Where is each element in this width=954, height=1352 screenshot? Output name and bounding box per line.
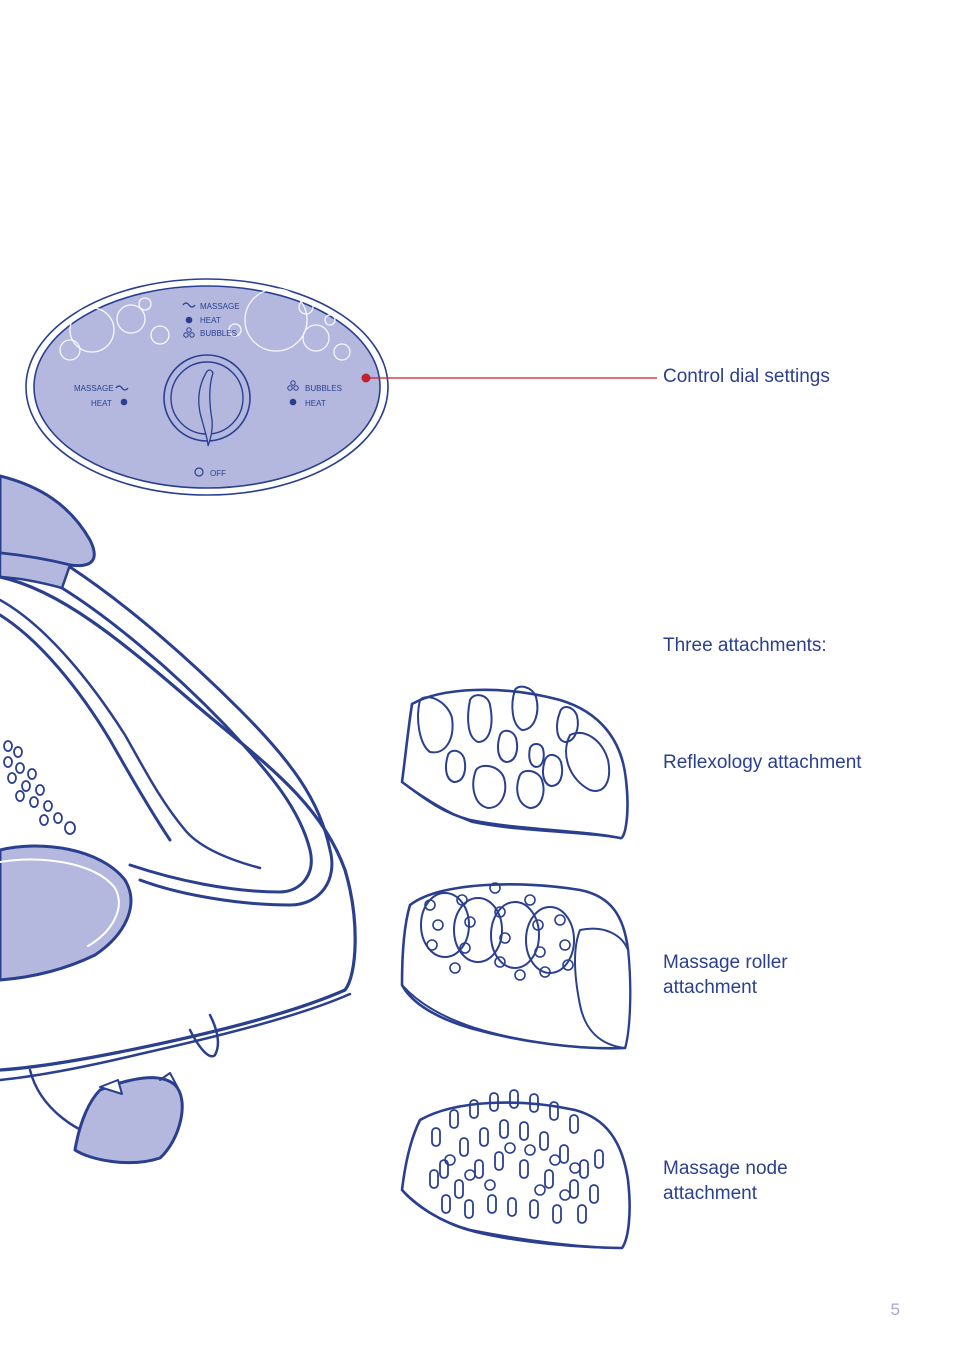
dial-top-massage-label: MASSAGE xyxy=(200,302,240,311)
massage-roller-attachment xyxy=(402,883,630,1048)
control-dial-panel: MASSAGE HEAT BUBBLES MASSAGE HEAT BUBBLE… xyxy=(26,279,388,495)
dial-off-label: OFF xyxy=(210,469,226,478)
control-dial-label: Control dial settings xyxy=(663,364,830,389)
dial-right-heat-label: HEAT xyxy=(305,399,326,408)
foot-spa-illustration xyxy=(0,476,355,1163)
dial-top-heat-label: HEAT xyxy=(200,316,221,325)
roller-label: Massage roller attachment xyxy=(663,950,843,1000)
dial-left-massage-label: MASSAGE xyxy=(74,384,114,393)
heat-indicator-dot xyxy=(121,399,128,406)
dial-right-bubbles-label: BUBBLES xyxy=(305,384,342,393)
page-number: 5 xyxy=(891,1300,900,1320)
reflexology-label: Reflexology attachment xyxy=(663,750,862,775)
dial-left-heat-label: HEAT xyxy=(91,399,112,408)
heat-indicator-dot xyxy=(290,399,297,406)
callout-dot xyxy=(362,374,371,383)
dial-top-bubbles-label: BUBBLES xyxy=(200,329,237,338)
reflexology-attachment xyxy=(402,687,627,838)
massage-node-attachment xyxy=(402,1090,630,1248)
three-attachments-heading: Three attachments: xyxy=(663,633,827,658)
heat-indicator-dot xyxy=(186,317,193,324)
node-label: Massage node attachment xyxy=(663,1156,843,1206)
